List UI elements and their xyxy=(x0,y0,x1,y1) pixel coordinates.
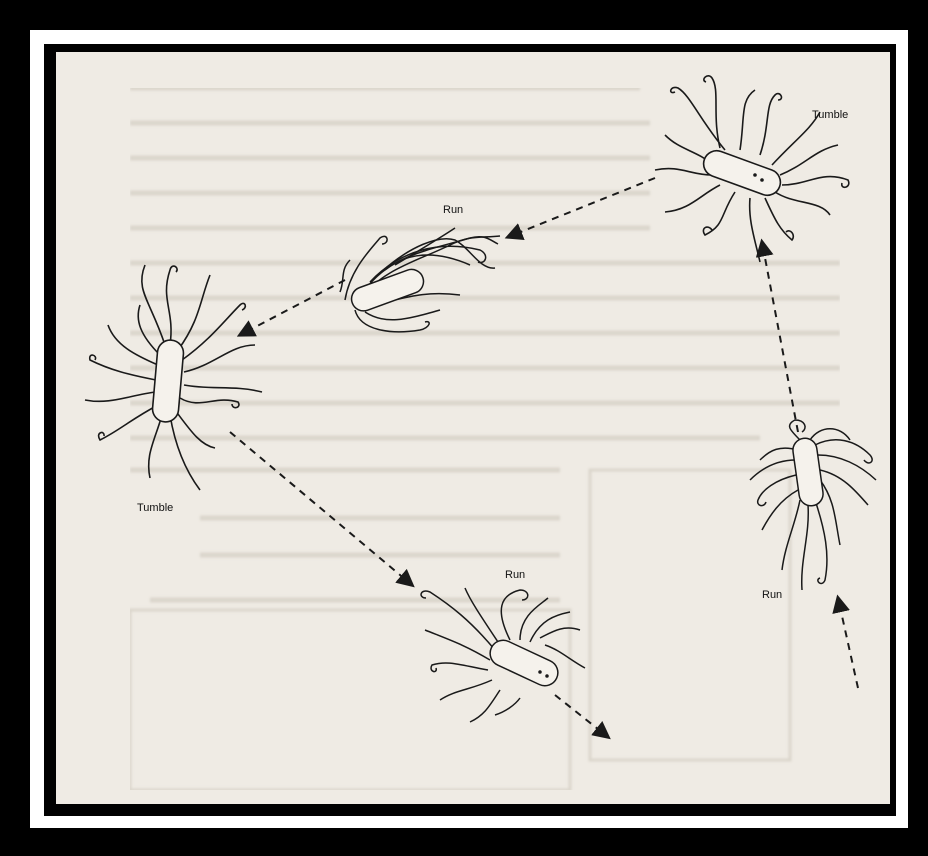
label-run-upper: Run xyxy=(443,204,463,216)
label-tumble-right: Tumble xyxy=(812,109,848,121)
label-run-bottom: Run xyxy=(505,569,525,581)
label-run-right: Run xyxy=(762,589,782,601)
paper-background xyxy=(56,52,890,804)
label-tumble-left: Tumble xyxy=(137,502,173,514)
